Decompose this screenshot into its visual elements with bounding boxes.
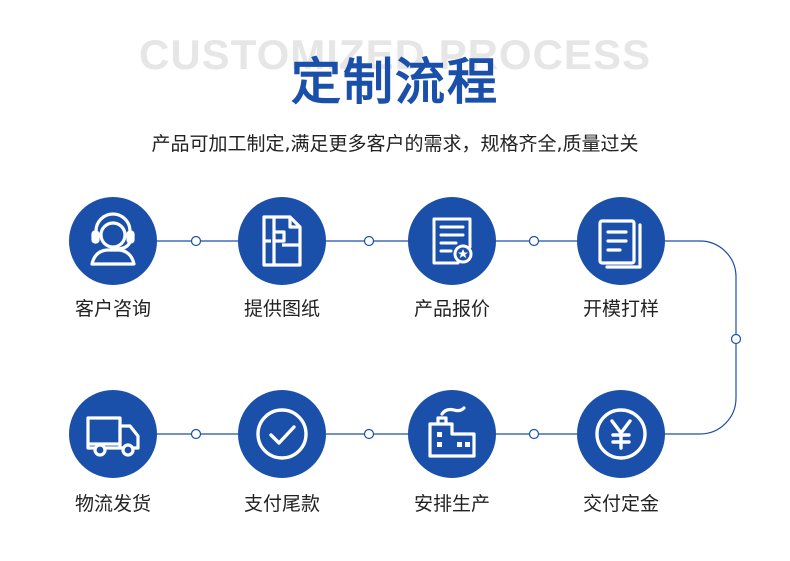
step-label: 交付定金 bbox=[582, 493, 659, 515]
step-pay-deposit bbox=[577, 390, 665, 478]
step-pay-balance bbox=[238, 390, 326, 478]
step-logistics-shipping bbox=[69, 390, 157, 478]
connector-node bbox=[363, 428, 375, 440]
connector-node bbox=[730, 333, 742, 345]
step-label: 客户咨询 bbox=[74, 298, 151, 320]
page-title: 定制流程 bbox=[291, 53, 499, 111]
truck-icon bbox=[86, 416, 140, 457]
step-label: 开模打样 bbox=[582, 298, 659, 320]
connector-node bbox=[190, 235, 202, 247]
connector-node bbox=[528, 235, 540, 247]
checkmark-icon bbox=[256, 408, 308, 460]
document-stack-icon bbox=[598, 219, 642, 269]
drawing-icon bbox=[262, 215, 302, 267]
background-title: CUSTOMIZED PROCESS bbox=[139, 31, 651, 78]
step-customer-consult bbox=[69, 197, 157, 285]
step-arrange-production bbox=[408, 390, 496, 478]
connector-node bbox=[190, 428, 202, 440]
step-label: 产品报价 bbox=[413, 298, 490, 320]
connector-node bbox=[528, 428, 540, 440]
step-label: 物流发货 bbox=[74, 493, 151, 515]
step-label: 支付尾款 bbox=[243, 493, 320, 515]
step-mold-sampling bbox=[577, 197, 665, 285]
step-label: 提供图纸 bbox=[243, 298, 320, 320]
quotation-icon bbox=[432, 217, 473, 265]
step-product-quotation bbox=[408, 197, 496, 285]
page-subtitle: 产品可加工制定,满足更多客户的需求，规格齐全,质量过关 bbox=[151, 133, 639, 155]
customer-service-icon bbox=[90, 212, 136, 266]
factory-icon bbox=[428, 406, 476, 458]
step-provide-drawing bbox=[238, 197, 326, 285]
connector-node bbox=[363, 235, 375, 247]
step-label: 安排生产 bbox=[413, 493, 490, 515]
yen-icon bbox=[595, 408, 647, 460]
